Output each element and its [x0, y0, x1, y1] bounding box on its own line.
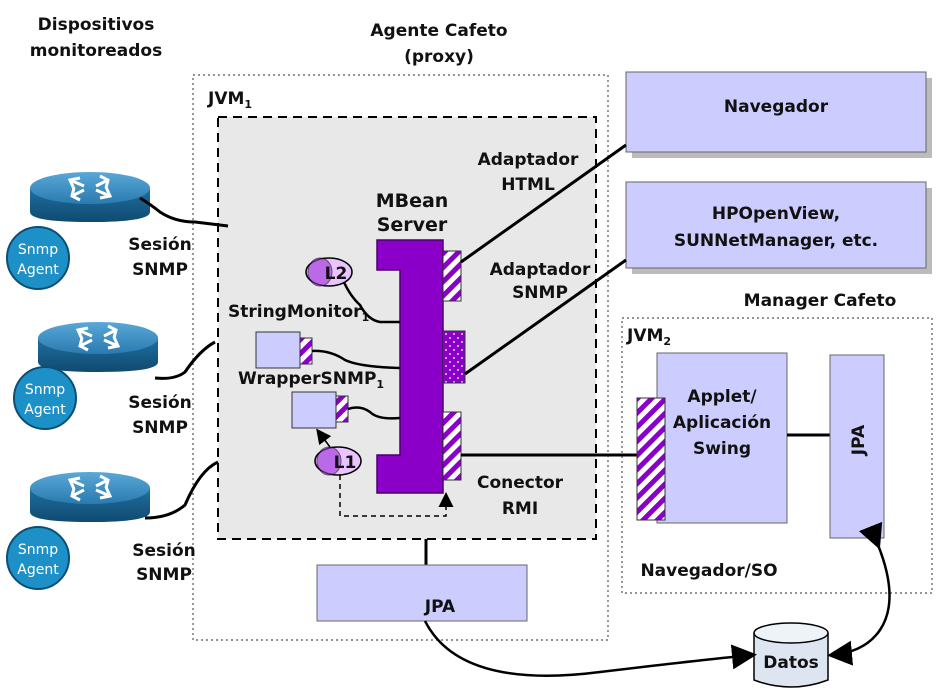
mbean-server-label-line2: Server — [377, 214, 448, 236]
hp-label-line2: SUNNetManager, etc. — [674, 231, 878, 251]
heading-agent-line2: (proxy) — [404, 47, 474, 67]
jpa-manager-to-datos-arrow — [827, 521, 891, 666]
jpa-manager-box — [829, 354, 885, 539]
l1-to-wrapper-arrow — [316, 428, 332, 448]
svg-text:L1: L1 — [334, 453, 357, 473]
adaptador-snmp-line2: SNMP — [512, 283, 568, 303]
applet-label-line1: Applet/ — [687, 387, 757, 407]
applet-label-line2: Aplicación — [673, 413, 771, 433]
mbean-server-bar — [376, 239, 444, 494]
session-line-2 — [154, 340, 216, 380]
sesion-snmp-3-line2: SNMP — [136, 565, 192, 585]
sesion-snmp-1-line1: Sesión — [128, 235, 192, 255]
stringmonitor-to-mbean-line — [311, 349, 401, 370]
string-monitor-plug — [299, 337, 313, 365]
listener-l2: L2 — [305, 257, 353, 287]
wrapper-snmp-plug — [335, 395, 349, 423]
sesion-snmp-1-line2: SNMP — [132, 260, 188, 280]
jvm2-label: JVM2 — [626, 326, 671, 348]
navegador-box — [625, 71, 927, 153]
snmp-agent-badge-2: Snmp Agent — [13, 366, 77, 430]
jpa-manager-label: JPA — [849, 424, 869, 456]
conector-rmi-line2: RMI — [502, 499, 538, 519]
session-line-3 — [144, 460, 219, 520]
l1-dashed-loop — [339, 475, 454, 517]
snmp-adapter-plug — [442, 330, 466, 384]
svg-text:L2: L2 — [325, 264, 348, 284]
applet-box — [656, 352, 788, 524]
l2-to-mbean-line — [341, 279, 400, 324]
sesion-snmp-2-line2: SNMP — [132, 418, 188, 438]
jvm1-label: JVM1 — [207, 89, 252, 111]
heading-devices-line1: Dispositivos — [38, 15, 155, 35]
svg-text:Snmp: Snmp — [18, 242, 58, 258]
applet-label-line3: Swing — [693, 439, 751, 459]
svg-text:Agent: Agent — [17, 562, 59, 578]
jpa-agent-label: JPA — [424, 597, 456, 617]
conector-rmi-line1: Conector — [477, 473, 564, 493]
router-icon-3 — [30, 472, 150, 522]
string-monitor-label: StringMonitor1 — [228, 302, 369, 324]
router-icon-1 — [30, 172, 150, 222]
snmp-agent-badge-1: Snmp Agent — [6, 226, 70, 290]
navegador-label: Navegador — [724, 97, 829, 117]
wrapper-to-mbean-line — [347, 406, 401, 420]
listener-l1: L1 — [314, 446, 362, 476]
svg-text:Snmp: Snmp — [18, 542, 58, 558]
adaptador-snmp-line1: Adaptador — [490, 260, 591, 280]
jpa-agent-to-datos-arrow — [423, 620, 757, 677]
router-icon-2 — [38, 322, 158, 372]
rmi-connector-plug — [442, 411, 462, 481]
adaptador-html-line1: Adaptador — [478, 150, 579, 170]
svg-text:Agent: Agent — [24, 402, 66, 418]
heading-manager: Manager Cafeto — [744, 291, 897, 311]
html-adapter-plug — [442, 250, 462, 302]
snmp-adapter-line — [464, 258, 627, 376]
adaptador-html-line2: HTML — [501, 175, 555, 195]
applet-rmi-plug — [636, 397, 666, 521]
wrapper-snmp-box — [291, 391, 337, 429]
hp-box — [625, 181, 927, 269]
navegador-so-label: Navegador/SO — [640, 561, 777, 581]
svg-text:Snmp: Snmp — [25, 382, 65, 398]
wrapper-snmp-label: WrapperSNMP1 — [238, 369, 384, 391]
datos-label: Datos — [763, 653, 819, 673]
session-line-1 — [139, 196, 229, 228]
hp-label-line1: HPOpenView, — [712, 204, 840, 224]
datos-database-icon — [753, 622, 829, 688]
mbean-server-label-line1: MBean — [376, 190, 449, 212]
sesion-snmp-3-line1: Sesión — [132, 541, 196, 561]
svg-text:Agent: Agent — [17, 262, 59, 278]
heading-agent-line1: Agente Cafeto — [370, 21, 507, 41]
html-adapter-line — [460, 143, 627, 264]
heading-devices-line2: monitoreados — [30, 41, 162, 61]
string-monitor-box — [255, 331, 301, 369]
jpa-agent-box — [316, 564, 528, 622]
manager-container — [621, 317, 933, 594]
snmp-agent-badge-3: Snmp Agent — [6, 526, 70, 590]
sesion-snmp-2-line1: Sesión — [128, 393, 192, 413]
